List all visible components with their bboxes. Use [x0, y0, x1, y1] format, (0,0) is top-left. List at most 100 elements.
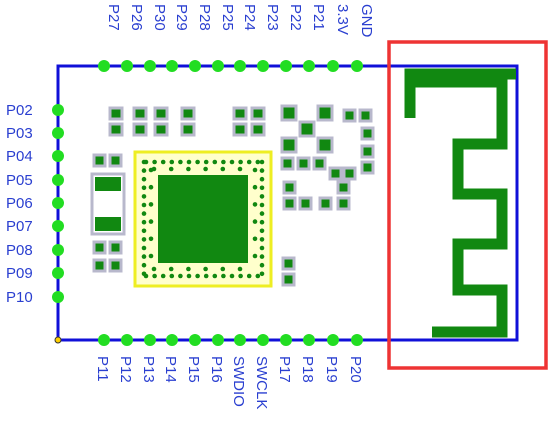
- smd-pad: [232, 122, 248, 137]
- pin-label-p29: P29: [173, 4, 190, 31]
- smd-pad: [298, 120, 316, 138]
- chip-ball: [141, 245, 147, 251]
- smd-pad: [92, 153, 107, 168]
- smd-pad: [316, 104, 334, 122]
- pin-pad-p22: [280, 60, 292, 72]
- smd-pad: [108, 122, 124, 137]
- pin-label-p19: P19: [323, 356, 340, 383]
- pin-pad-p25: [212, 60, 224, 72]
- chip-ball: [203, 273, 209, 279]
- chip-ball-pads: [141, 159, 265, 279]
- pin-pad-p11: [98, 334, 110, 346]
- pin-pad-swclk: [257, 334, 269, 346]
- pin-label-p03: P03: [6, 125, 33, 142]
- chip-ball: [141, 219, 147, 225]
- chip-ball: [168, 266, 174, 272]
- pin-label-p25: P25: [219, 4, 236, 31]
- chip-ball: [168, 166, 174, 172]
- smd-pad: [281, 256, 296, 271]
- pin-pad-p26: [121, 60, 133, 72]
- chip-ball: [237, 166, 243, 172]
- pin-pad-p18: [303, 334, 315, 346]
- pin-label-33v: 3.3V: [334, 4, 351, 35]
- pin-label-p02: P02: [6, 102, 33, 119]
- pin-pad-p13: [144, 334, 156, 346]
- chip-ball: [195, 273, 200, 279]
- chip-ball: [255, 159, 261, 165]
- chip-ball: [141, 211, 147, 216]
- bottom-pin-pads: [98, 334, 363, 346]
- chip-ball: [141, 176, 147, 182]
- chip-ball: [152, 273, 157, 279]
- chip-ball: [237, 266, 243, 272]
- pin-label-p13: P13: [140, 356, 157, 383]
- pin-label-p11: P11: [94, 356, 111, 382]
- smd-pad: [318, 196, 333, 211]
- crystal-pad-bottom: [95, 217, 121, 231]
- pin-label-p24: P24: [241, 4, 258, 31]
- chip-ball: [252, 202, 258, 207]
- pin-pad-p23: [257, 60, 269, 72]
- pin-label-p06: P06: [6, 195, 33, 212]
- smd-pad: [153, 122, 169, 137]
- chip-ball: [148, 253, 154, 259]
- pin-label-p22: P22: [287, 4, 304, 31]
- smd-pad: [180, 106, 196, 121]
- smd-pad: [296, 156, 311, 171]
- pin-label-swclk: SWCLK: [253, 356, 270, 409]
- smd-pad: [92, 258, 107, 273]
- chip-ball: [152, 159, 157, 165]
- chip-ball: [259, 176, 265, 182]
- pin-label-gnd: GND: [358, 4, 375, 38]
- chip-ball: [252, 219, 258, 224]
- pin-label-p30: P30: [151, 4, 168, 31]
- pin-pad-gnd: [351, 60, 363, 72]
- smd-pad: [328, 166, 343, 181]
- chip-ball: [259, 219, 265, 225]
- chip-ball: [178, 273, 183, 279]
- chip-ball: [141, 159, 147, 165]
- chip-ball: [148, 184, 154, 190]
- chip-ball: [259, 228, 265, 234]
- chip-ball: [148, 202, 154, 207]
- pin-pad-swdio: [234, 334, 246, 346]
- chip-ball: [246, 273, 252, 279]
- pin-pad-p03: [52, 127, 64, 139]
- chip-ball: [221, 273, 226, 279]
- antenna-highlight-box: [387, 40, 548, 370]
- smd-pad: [132, 122, 148, 137]
- smd-pad: [250, 122, 266, 137]
- smd-pad: [360, 160, 375, 175]
- pin-pad-p17: [280, 334, 292, 346]
- smd-pad: [153, 106, 169, 121]
- pin-label-swdio: SWDIO: [230, 356, 247, 407]
- smd-pad: [180, 122, 196, 137]
- chip-ball: [252, 236, 258, 242]
- pin-pad-p02: [52, 104, 64, 116]
- chip-ball: [169, 159, 175, 165]
- chip-ball: [203, 159, 209, 165]
- smd-pad: [108, 258, 123, 273]
- chip-ball: [151, 266, 157, 272]
- pin-label-p07: P07: [6, 218, 33, 235]
- chip-ball: [186, 266, 191, 272]
- chip-ball: [141, 271, 147, 277]
- smd-pad: [342, 166, 357, 181]
- smd-pad: [336, 196, 351, 211]
- pin-label-p18: P18: [299, 356, 316, 383]
- smd-components: [92, 104, 375, 287]
- chip-ball: [148, 167, 154, 173]
- chip-ball: [238, 159, 243, 165]
- pin-pad-p15: [189, 334, 201, 346]
- chip-ball: [259, 262, 265, 268]
- chip-ball: [259, 202, 265, 208]
- smd-pad: [250, 106, 266, 121]
- pin-pad-p06: [52, 197, 64, 209]
- smd-pad: [281, 272, 296, 287]
- chip-ball: [259, 211, 265, 216]
- chip-ball: [259, 271, 265, 277]
